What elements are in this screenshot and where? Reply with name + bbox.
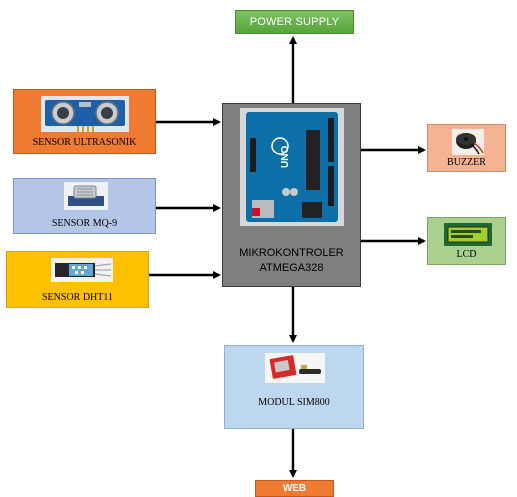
web-label: WEB: [282, 483, 307, 494]
sim800-module-image: [265, 353, 325, 383]
buzzer-box: BUZZER: [427, 124, 506, 172]
lcd-box: LCD: [427, 217, 506, 265]
sensor-ultrasonik-label: SENSOR ULTRASONIK: [32, 137, 137, 148]
power-supply-box: POWER SUPPLY: [235, 10, 354, 34]
power-supply-label: POWER SUPPLY: [249, 16, 340, 28]
buzzer-label: BUZZER: [447, 157, 486, 168]
ultrasonic-sensor-image: [41, 96, 129, 132]
lcd-image: [444, 223, 492, 246]
modul-sim800-label: MODUL SIM800: [258, 397, 330, 408]
modul-sim800-box: MODUL SIM800: [224, 345, 364, 429]
mq9-sensor-image: [64, 182, 108, 210]
sensor-mq9-label: SENSOR MQ-9: [51, 218, 118, 229]
lcd-label: LCD: [456, 249, 477, 260]
uno-board-text: UNO: [280, 146, 291, 168]
mikrokontroler-box: UNO MIKROKONTROLER ATMEGA328: [222, 103, 361, 287]
sensor-dht11-label: SENSOR DHT11: [41, 292, 114, 303]
buzzer-image: [452, 129, 484, 155]
arduino-uno-board-image: UNO: [240, 108, 344, 226]
mikrokontroler-label-line2: ATMEGA328: [259, 262, 324, 274]
sensor-ultrasonik-box: SENSOR ULTRASONIK: [13, 89, 156, 154]
web-box: WEB: [255, 480, 334, 497]
sensor-mq9-box: SENSOR MQ-9: [13, 178, 156, 234]
dht11-sensor-image: [51, 258, 113, 282]
sensor-dht11-box: SENSOR DHT11: [6, 251, 149, 308]
mikrokontroler-label-line1: MIKROKONTROLER: [239, 247, 344, 259]
